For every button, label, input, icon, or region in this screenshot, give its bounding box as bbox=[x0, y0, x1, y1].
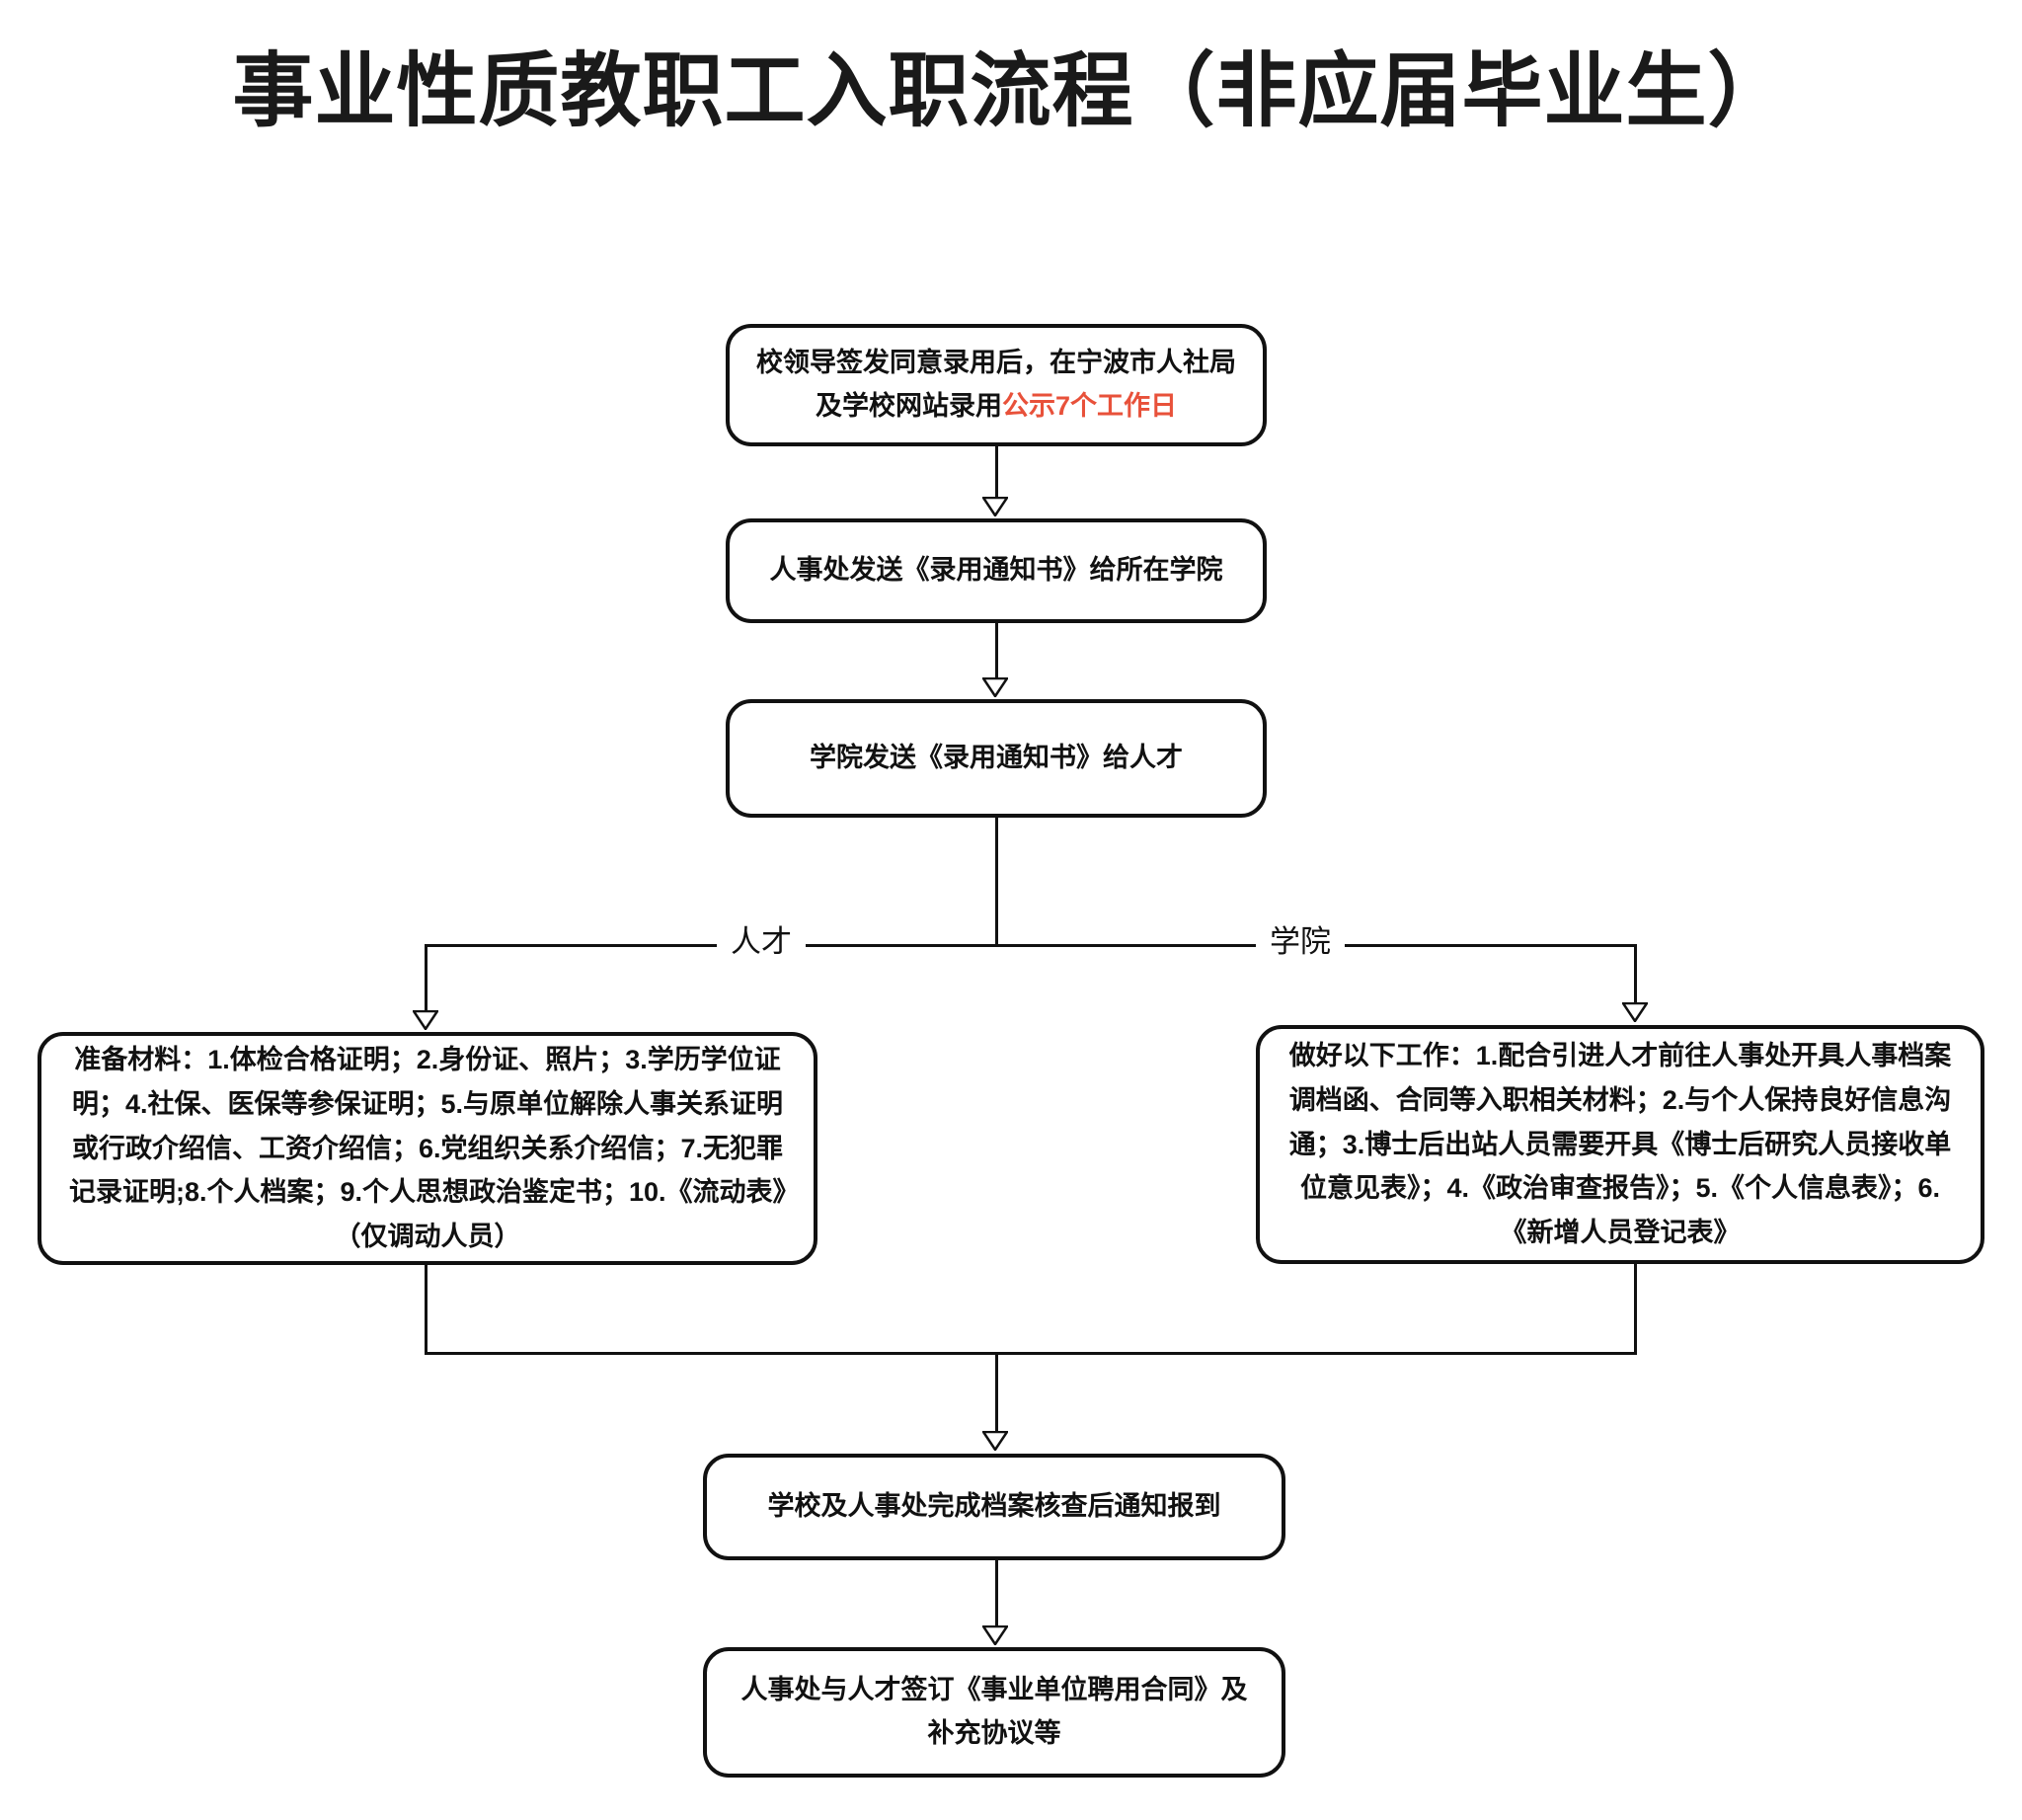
branch-label-talent: 人才 bbox=[717, 926, 806, 957]
connector-rail-to-college-task bbox=[1634, 944, 1637, 1005]
node-college-notice[interactable]: 学院发送《录用通知书》给人才 bbox=[726, 699, 1267, 818]
connector-talent-docs-down bbox=[425, 1265, 428, 1354]
arrowhead-college-task bbox=[1622, 1002, 1648, 1022]
node-talent-documents[interactable]: 准备材料：1.体检合格证明；2.身份证、照片；3.学历学位证明；4.社保、医保等… bbox=[38, 1032, 817, 1265]
connector-college-task-down bbox=[1634, 1264, 1637, 1354]
node-hr-notice-text: 人事处发送《录用通知书》给所在学院 bbox=[769, 555, 1223, 586]
connector-merge-to-archive bbox=[995, 1352, 998, 1433]
node-talent-documents-text: 准备材料：1.体检合格证明；2.身份证、照片；3.学历学位证明；4.社保、医保等… bbox=[68, 1044, 787, 1252]
node-archive-check[interactable]: 学校及人事处完成档案核查后通知报到 bbox=[703, 1454, 1285, 1560]
arrowhead-talent-docs bbox=[413, 1010, 438, 1030]
connector-split-stem bbox=[995, 818, 998, 946]
connector-rail-to-talent-docs bbox=[425, 944, 428, 1013]
connector-archive-to-contract bbox=[995, 1560, 998, 1627]
node-publicity-text: 校领导签发同意录用后，在宁波市人社局及学校网站录用公示7个工作日 bbox=[751, 342, 1241, 428]
node-hr-notice[interactable]: 人事处发送《录用通知书》给所在学院 bbox=[726, 518, 1267, 623]
arrowhead-college-notice bbox=[982, 677, 1008, 697]
node-publicity-text-accent: 公示7个工作日 bbox=[1001, 391, 1178, 421]
arrowhead-archive-check bbox=[982, 1431, 1008, 1451]
node-college-tasks[interactable]: 做好以下工作：1.配合引进人才前往人事处开具人事档案调档函、合同等入职相关材料；… bbox=[1256, 1025, 1984, 1264]
branch-label-college: 学院 bbox=[1256, 926, 1345, 957]
node-archive-check-text: 学校及人事处完成档案核查后通知报到 bbox=[767, 1491, 1221, 1522]
node-contract[interactable]: 人事处与人才签订《事业单位聘用合同》及补充协议等 bbox=[703, 1647, 1285, 1778]
page-title: 事业性质教职工入职流程（非应届毕业生） bbox=[232, 46, 1790, 136]
connector-split-rail bbox=[425, 944, 1637, 947]
arrowhead-contract bbox=[982, 1625, 1008, 1645]
node-contract-text: 人事处与人才签订《事业单位聘用合同》及补充协议等 bbox=[740, 1675, 1248, 1748]
node-publicity-text-plain: 校领导签发同意录用后，在宁波市人社局及学校网站录用 bbox=[756, 348, 1236, 421]
connector-publicity-to-hr-notice bbox=[995, 446, 998, 500]
node-college-tasks-text: 做好以下工作：1.配合引进人才前往人事处开具人事档案调档函、合同等入职相关材料；… bbox=[1288, 1040, 1952, 1248]
node-publicity[interactable]: 校领导签发同意录用后，在宁波市人社局及学校网站录用公示7个工作日 bbox=[726, 324, 1267, 446]
node-college-notice-text: 学院发送《录用通知书》给人才 bbox=[810, 743, 1183, 773]
arrowhead-hr-notice bbox=[982, 497, 1008, 516]
connector-hr-notice-to-college-notice bbox=[995, 623, 998, 678]
connector-merge-rail bbox=[425, 1352, 1637, 1355]
